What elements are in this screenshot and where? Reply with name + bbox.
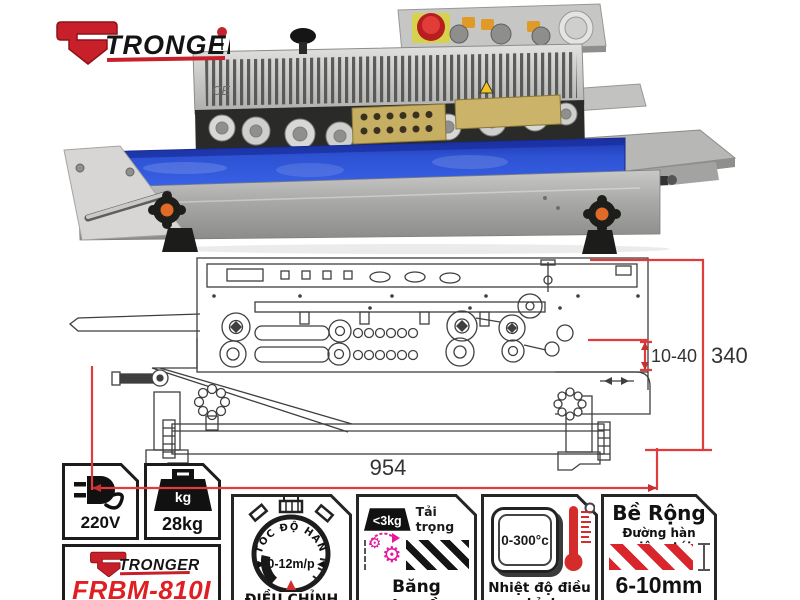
outfeed-table [555,83,737,188]
upper-body: CE [192,27,585,115]
temperature-icon: 0-300°c [491,507,559,573]
weight-unit-label: kg [175,489,191,505]
load-label: Tải trọng [415,504,455,534]
drawing-belt-end [555,371,651,415]
power-value: 220V [80,513,121,532]
badge-weight: kg 28kg [144,463,221,540]
machine-leg [162,228,198,252]
model-plate: TRONGER FRBM-810I [62,544,221,600]
drawing-adjust-knob [553,387,587,421]
machine-leg [582,230,617,254]
load-value: <3kg [373,513,402,527]
estop-plate [412,13,450,43]
drawing-perforations [352,327,419,361]
load-weight-icon: <3kg [364,507,411,531]
dimension-width: 954 [370,455,407,480]
drawing-conveyor-bar [171,423,605,455]
stronger-logo-small: TRONGER [90,551,200,577]
control-panel [397,3,607,58]
panel-button [462,17,475,28]
thermometer-icon [564,502,595,571]
badge-temp: 0-300°c Nhiệt độ điều chỉnh [481,494,598,600]
panel-button [481,19,494,30]
model-number: FRBM-810I [72,575,211,600]
panel-button [527,21,540,32]
drawing-leg [153,391,181,451]
drawing-adjust-knob [193,383,231,431]
warning-triangle-icon [479,79,494,94]
speed-value: ►0-12m/p◄ [255,557,327,571]
logo-s-glyph [56,21,118,65]
conveyor-belt [95,137,626,191]
seal-value: 6-10mm [615,572,703,598]
panel-knob [531,26,551,46]
ce-mark: CE [212,83,230,98]
photo-shadow [170,244,670,254]
drawing-infeed-arm [68,313,201,332]
load-caption: Băng chuyền [382,577,451,600]
logo-wordmark: TRONGER [105,30,230,60]
seal-title: Bề Rộng [612,501,706,525]
stronger-logo: TRONGER [56,21,230,65]
drawing-leg [565,395,593,453]
dimension-seal-gap: 10-40 [651,346,697,366]
badge-seal: Bề Rộng Đường hàn miệng túi 6-10mm [601,494,717,600]
conveyor-body [63,145,661,241]
badge-speed: TỐC ĐỘ HÀN ►0-12m/p◄ ĐIỀU CHỈNH TỐC [231,494,352,600]
badge-load: <3kg Tải trọng ⚙ ⚙ Băng chuyền [356,494,477,600]
height-knob-right [583,195,621,233]
plug-icon [74,476,124,510]
top-knob [290,28,316,44]
dimension-height: 340 [711,343,748,368]
infeed-nose [63,145,187,241]
seal-width-icon [609,544,693,570]
panel-knob [490,23,512,45]
temp-caption: Nhiệt độ điều chỉnh [488,580,591,600]
panel-knob [449,24,469,44]
conveyor-icon: ⚙ ⚙ [364,532,469,570]
panel-gauge [558,10,594,46]
logo-wordmark-small: TRONGER [119,557,200,574]
brass-seal-bar [454,94,562,130]
vent-slots [205,52,577,106]
temp-value: 0-300°c [498,514,552,566]
gear-icon: ⚙ [382,542,402,567]
lever-pin [217,27,227,37]
machine-photo: CE [63,3,737,254]
emergency-stop-button [417,13,445,41]
badge-power: 220V [62,463,139,540]
height-knob-left [148,191,186,229]
drawing-control-strip [206,263,638,288]
sealing-section [195,79,585,160]
weight-value: 28kg [161,514,204,534]
brass-perforated-block [351,103,447,145]
speed-caption: ĐIỀU CHỈNH TỐC [244,592,339,600]
ruler-icon [698,543,710,571]
stopwatch-icon: TỐC ĐỘ HÀN ►0-12m/p◄ [248,496,335,592]
dial-pointer [286,580,296,590]
weight-icon: kg [154,469,212,511]
